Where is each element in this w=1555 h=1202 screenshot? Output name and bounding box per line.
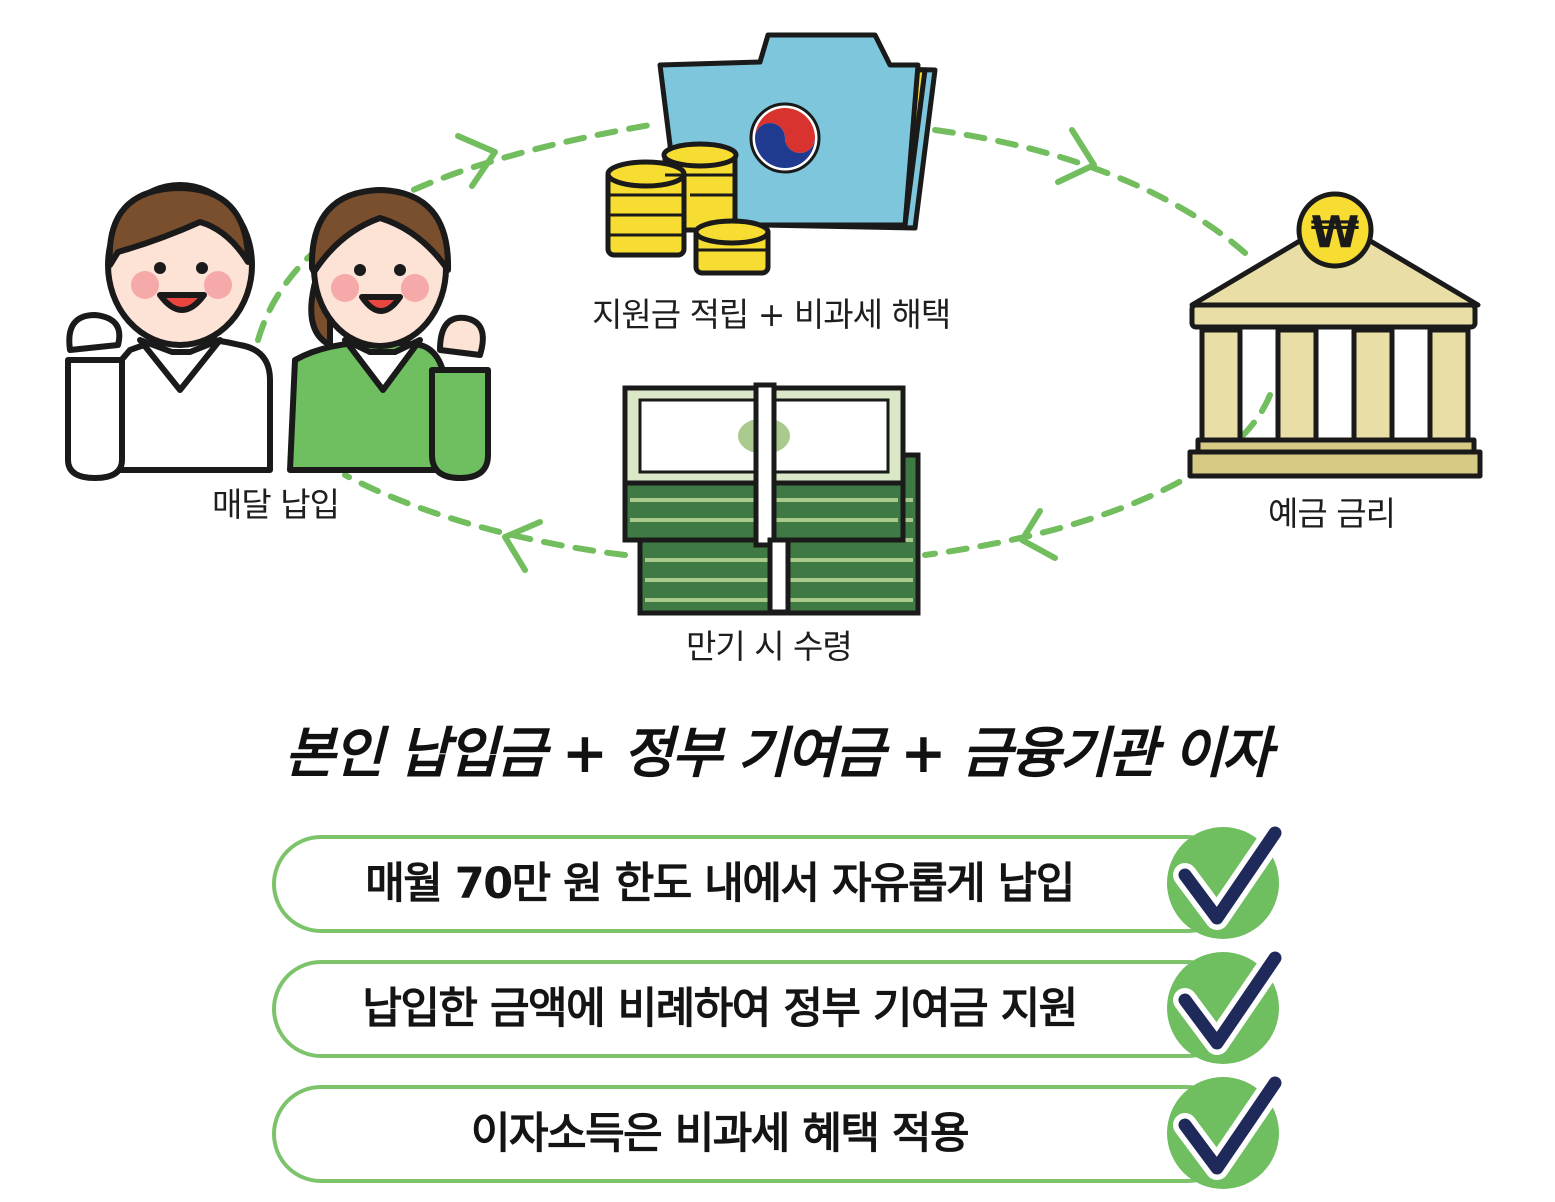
- benefit-row: 납입한 금액에 비례하여 정부 기여금 지원: [272, 948, 1287, 1064]
- government-folder-coins-icon: [605, 32, 938, 276]
- arrow-people-to-government: [255, 122, 653, 343]
- won-symbol: ₩: [1311, 207, 1360, 258]
- arrow-bank-to-payout: [922, 392, 1273, 558]
- benefit-row: 매월 70만 원 한도 내에서 자유롭게 납입: [272, 823, 1287, 939]
- cycle-arrows: [255, 122, 1273, 558]
- benefit-text: 납입한 금액에 비례하여 정부 기여금 지원: [362, 984, 1078, 1034]
- benefit-text: 이자소득은 비과세 혜택 적용: [470, 1109, 970, 1159]
- benefit-pill: 매월 70만 원 한도 내에서 자유롭게 납입: [272, 835, 1237, 933]
- payout-caption: 만기 시 수령: [686, 627, 853, 666]
- check-icon: [1167, 948, 1287, 1064]
- bank-caption: 예금 금리: [1268, 494, 1396, 533]
- people-caption: 매달 납입: [212, 485, 340, 524]
- benefit-row: 이자소득은 비과세 혜택 적용: [272, 1073, 1287, 1189]
- savings-cycle-illustration: ₩: [65, 32, 1483, 616]
- arrow-government-to-bank: [932, 127, 1258, 265]
- check-icon: [1167, 823, 1287, 939]
- arrow-heads: [455, 127, 1097, 573]
- benefit-pill: 이자소득은 비과세 혜택 적용: [272, 1085, 1237, 1183]
- benefit-text: 매월 70만 원 한도 내에서 자유롭게 납입: [365, 859, 1075, 909]
- formula-heading: 본인 납입금 + 정부 기여금 + 금융기관 이자: [284, 721, 1273, 785]
- government-caption: 지원금 적립 + 비과세 해택: [592, 295, 951, 334]
- couple-cheering-icon: [65, 182, 491, 481]
- benefit-pill: 납입한 금액에 비례하여 정부 기여금 지원: [272, 960, 1237, 1058]
- check-icon: [1167, 1073, 1287, 1189]
- cash-bundle-icon: [622, 382, 921, 616]
- bank-won-icon: ₩: [1187, 191, 1483, 479]
- arrow-payout-to-people: [342, 472, 628, 558]
